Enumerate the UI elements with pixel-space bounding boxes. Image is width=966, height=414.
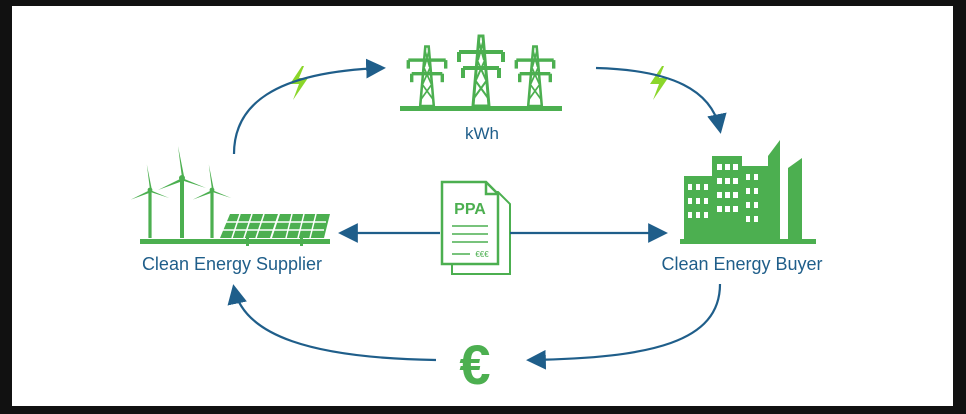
supplier-label: Clean Energy Supplier <box>141 254 323 274</box>
contract-document-icon: PPA €€€ <box>440 180 511 275</box>
lightning-bolt-icon-right <box>650 66 668 100</box>
transmission-towers-icon <box>400 34 562 111</box>
diagram-canvas: PPA €€€ € kWh Clean <box>12 6 953 406</box>
city-buildings-icon <box>684 140 802 240</box>
arrow-grid-to-buyer <box>595 66 727 134</box>
arrow-euro-to-supplier <box>227 284 437 362</box>
arrow-buyer-to-euro <box>526 283 722 370</box>
wind-turbine-icon <box>129 144 233 240</box>
ppa-diagram: PPA €€€ € <box>129 34 816 396</box>
document-currency-mark: €€€ <box>475 250 489 259</box>
solar-panel-icon <box>220 213 330 246</box>
buyer-label: Clean Energy Buyer <box>661 254 823 274</box>
kwh-label: kWh <box>465 124 499 143</box>
document-title: PPA <box>454 201 486 218</box>
supplier-ground-line <box>140 239 330 244</box>
arrow-supplier-to-grid <box>232 58 386 155</box>
euro-symbol-icon: € <box>459 333 490 396</box>
buyer-ground-line <box>680 239 816 244</box>
